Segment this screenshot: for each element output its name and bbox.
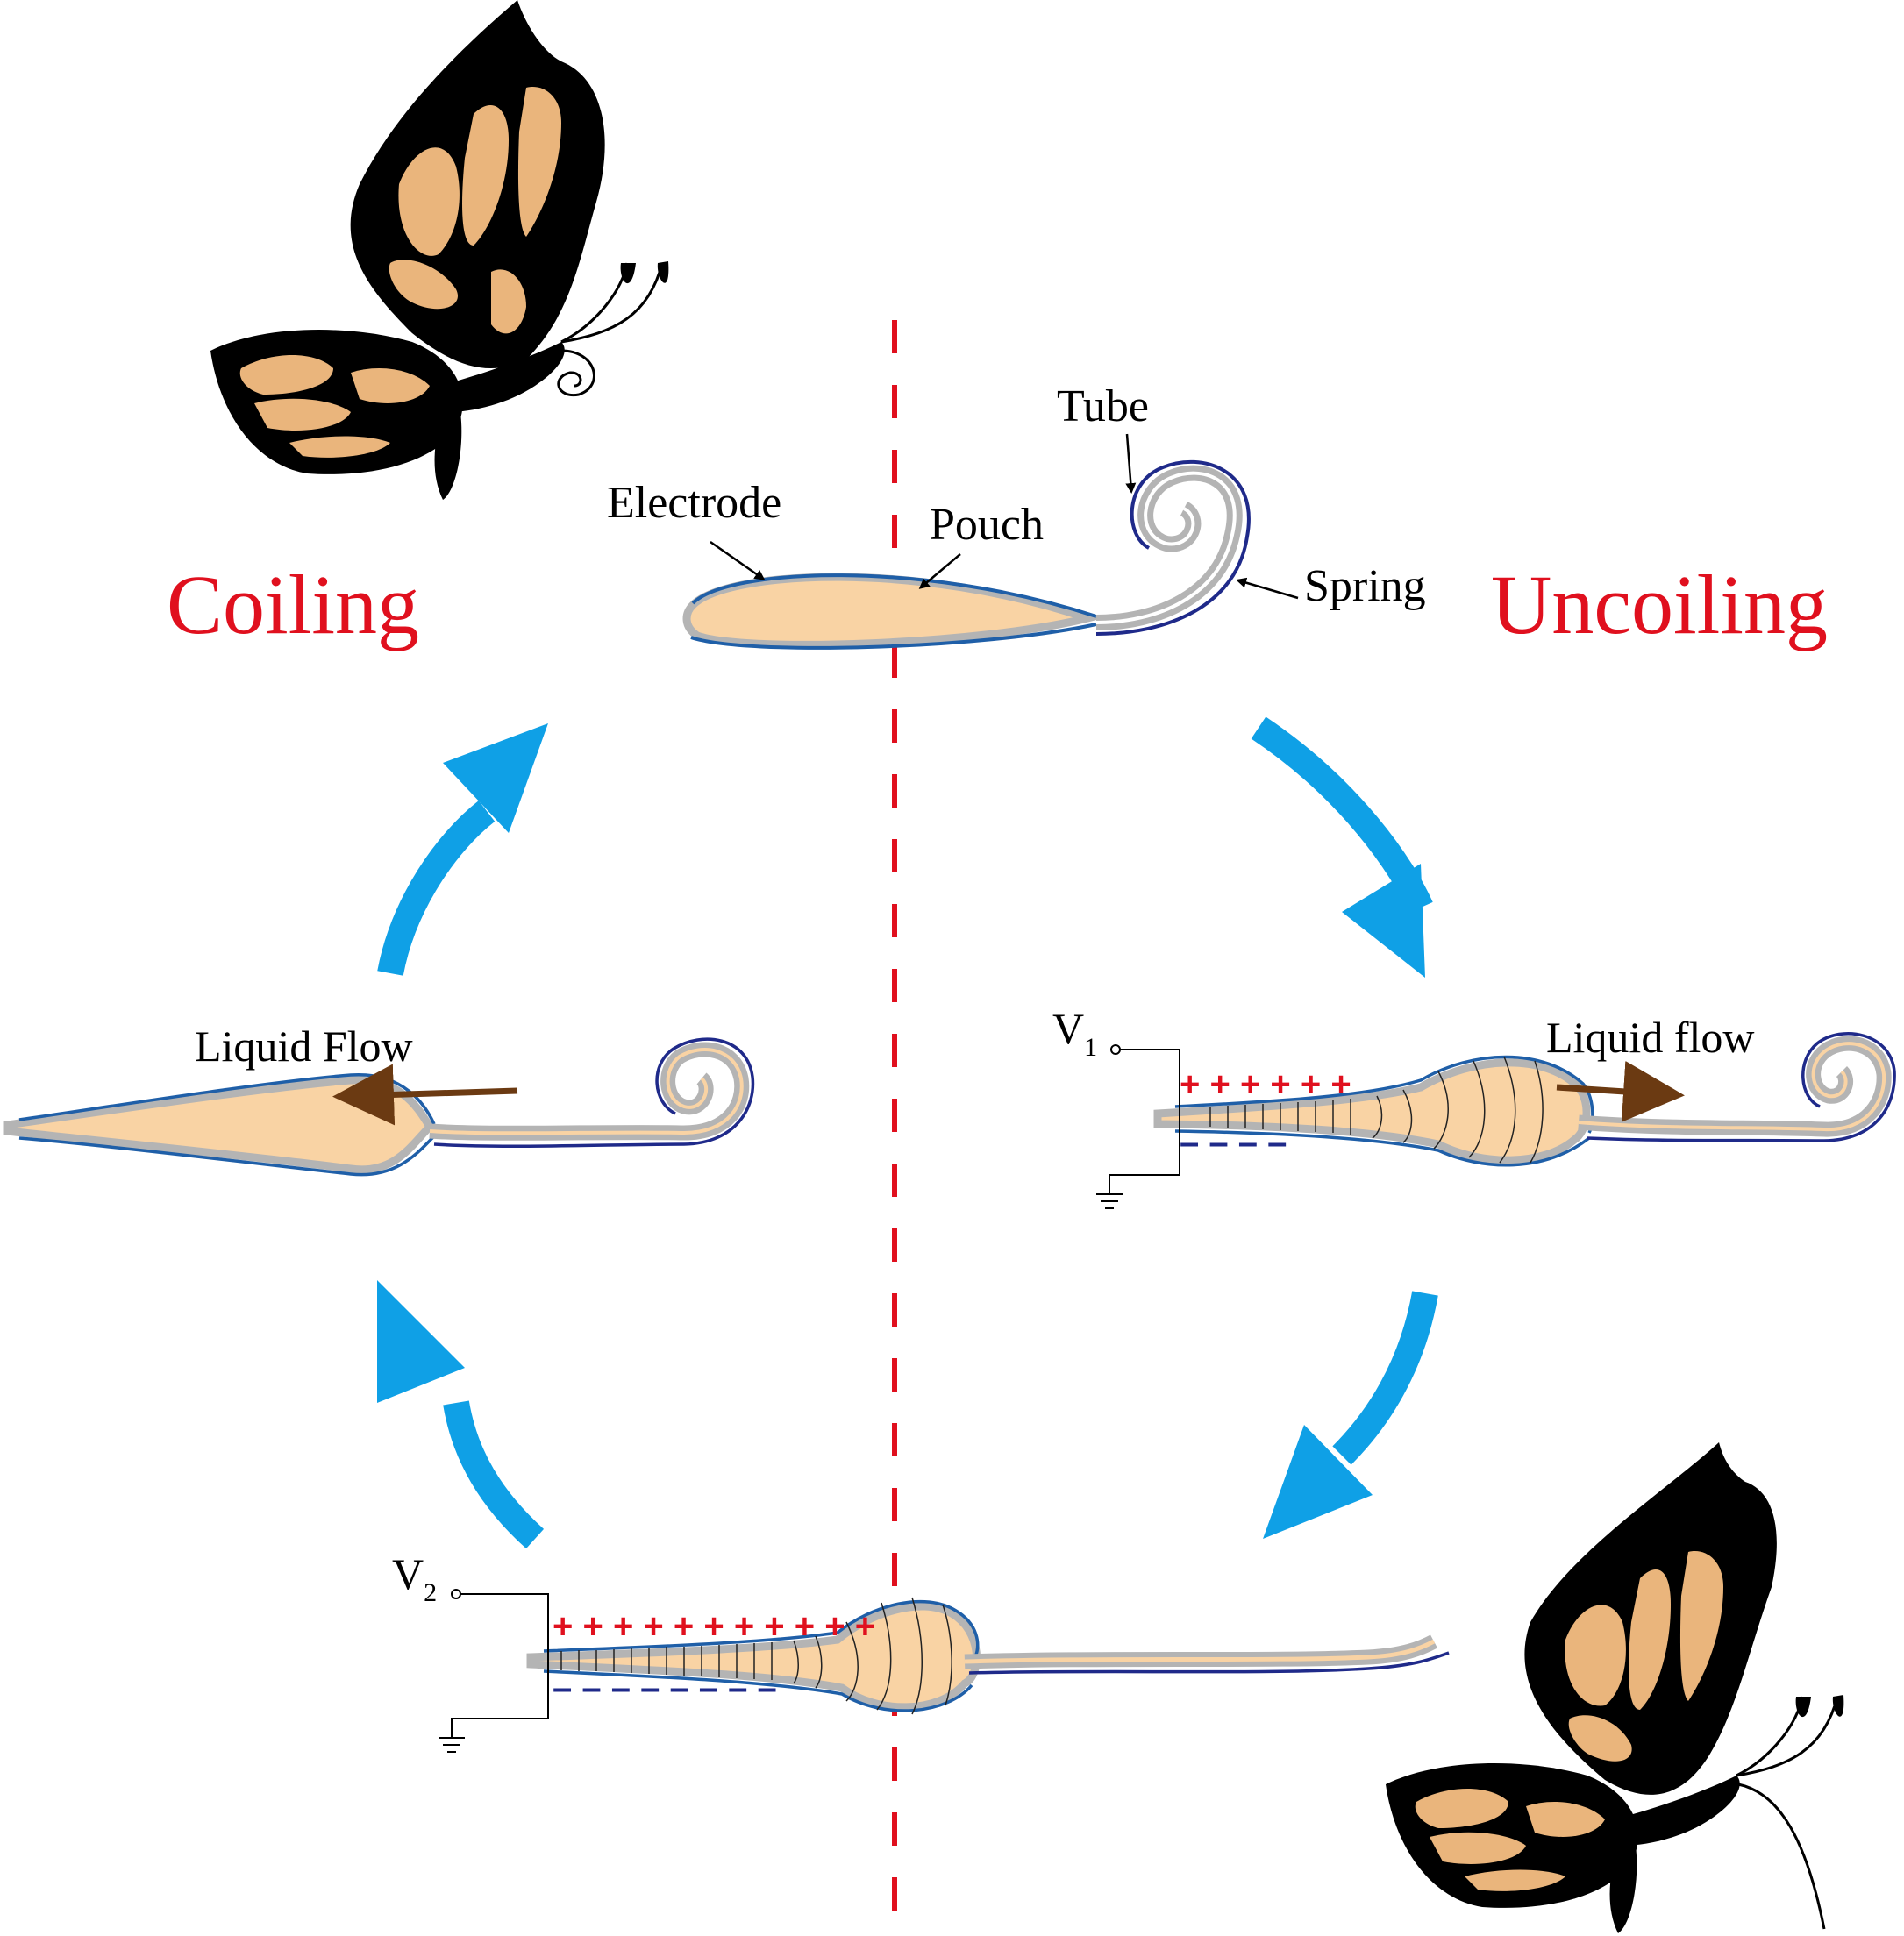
butterfly-bottom-right [1386,1442,1844,1933]
charges-positive-1: + + + + + + [1180,1065,1351,1104]
label-spring: Spring [1304,561,1426,611]
actuator-bottom [439,1589,1450,1753]
charges-negative-1: – – – – [1180,1123,1287,1162]
actuator-right-step1 [1096,1031,1896,1209]
actuator-left [3,1037,755,1177]
uncoiling-title: Uncoiling [1491,558,1828,651]
charges-negative-2: – – – – – – – – [553,1669,777,1707]
label-v2: V2 [392,1549,437,1607]
label-pouch: Pouch [930,500,1044,550]
butterfly-top-left [210,0,669,500]
pouch-top [682,573,1102,649]
spring-outline [1095,459,1251,636]
label-v1: V1 [1052,1004,1097,1062]
coiling-title: Coiling [167,558,419,651]
charges-positive-2: + + + + + + + + + + + [553,1607,875,1646]
actuator-top [682,459,1251,650]
label-liquid-flow-right: Liquid flow [1546,1013,1754,1062]
label-liquid-flow-left: Liquid Flow [195,1021,413,1071]
label-tube: Tube [1057,381,1149,431]
label-electrode: Electrode [607,478,781,528]
cycle-arrows [377,716,1438,1549]
